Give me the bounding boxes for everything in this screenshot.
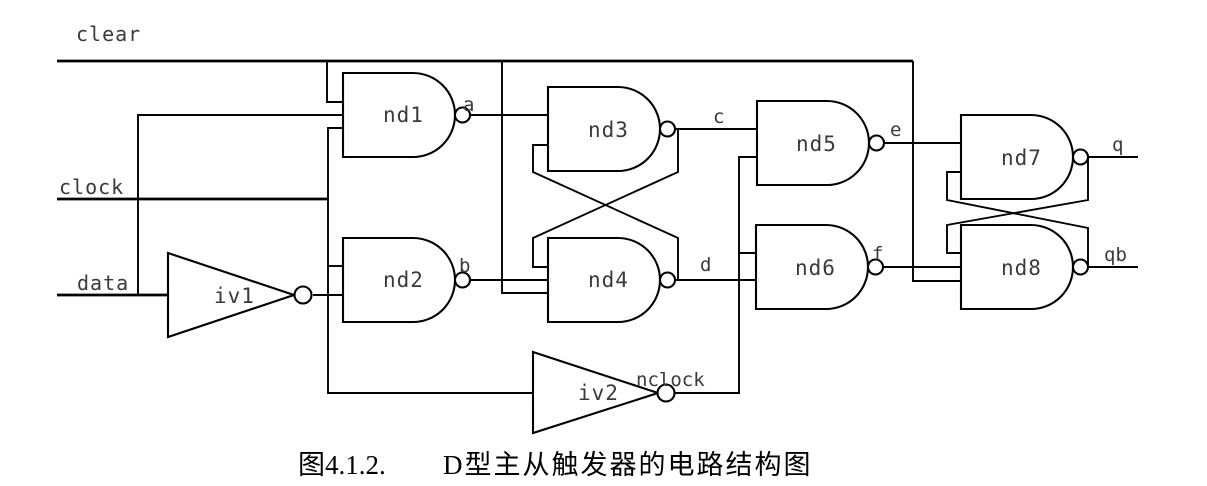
gate-label-nd8: nd8 xyxy=(1001,256,1042,280)
gate-label-nd3: nd3 xyxy=(588,118,629,142)
gate-label-nd6: nd6 xyxy=(795,256,836,280)
gate-iv1: iv1 xyxy=(166,251,313,339)
clock-net-wire xyxy=(327,127,533,394)
nclock-net-wire xyxy=(674,156,757,394)
data-to-nd1-wire xyxy=(137,114,343,295)
signal-label-f: f xyxy=(872,243,883,265)
signal-label-nclock: nclock xyxy=(636,369,705,391)
signal-label-b: b xyxy=(459,255,470,277)
signal-label-c: c xyxy=(713,106,724,128)
inversion-bubble-icon xyxy=(293,285,313,305)
gate-label-nd7: nd7 xyxy=(1001,146,1042,170)
input-label-clear: clear xyxy=(76,22,141,46)
gate-label-iv1: iv1 xyxy=(214,284,255,308)
gate-nd6: nd6 xyxy=(754,223,885,311)
input-label-clock: clock xyxy=(59,175,124,199)
figure-caption: 图4.1.2. D型主从触发器的电路结构图 xyxy=(298,450,813,480)
gate-label-iv2: iv2 xyxy=(578,381,619,405)
gate-label-nd4: nd4 xyxy=(588,268,629,292)
inversion-bubble-icon xyxy=(866,258,885,276)
clear-to-nd8-wire xyxy=(912,61,961,282)
signal-label-q: q xyxy=(1112,134,1123,156)
clear-to-nd4-wire xyxy=(501,61,548,294)
c-crosscouple-wire xyxy=(532,129,679,268)
clear-to-nd1-wire xyxy=(326,61,343,103)
d-crosscouple-wire xyxy=(532,144,679,280)
inversion-bubble-icon xyxy=(656,383,676,403)
inversion-bubble-icon xyxy=(867,134,886,152)
gate-label-nd1: nd1 xyxy=(383,103,424,127)
inversion-bubble-icon xyxy=(658,271,677,289)
gate-nd3: nd3 xyxy=(546,85,677,173)
inverter-gate-shape xyxy=(531,350,662,435)
q-crosscouple-wire xyxy=(946,157,1089,254)
gate-nd8: nd8 xyxy=(959,223,1090,311)
gate-label-nd2: nd2 xyxy=(383,268,424,292)
signal-label-a: a xyxy=(463,94,474,116)
inverter-gate-shape xyxy=(166,251,298,339)
inversion-bubble-icon xyxy=(453,106,472,124)
gate-label-nd5: nd5 xyxy=(796,132,837,156)
gate-nd4: nd4 xyxy=(546,236,677,324)
gate-nd2: nd2 xyxy=(341,236,472,324)
inversion-bubble-icon xyxy=(1071,148,1090,166)
signal-label-e: e xyxy=(890,119,901,141)
inversion-bubble-icon xyxy=(1071,258,1090,276)
signal-label-d: d xyxy=(700,254,711,276)
caption-title: D型主从触发器的电路结构图 xyxy=(443,450,813,480)
qb-crosscouple-wire xyxy=(946,171,1089,267)
signal-label-qb: qb xyxy=(1104,244,1127,266)
gate-nd5: nd5 xyxy=(755,99,886,187)
gate-iv2: iv2 xyxy=(531,350,676,435)
caption-number: 图4.1.2. xyxy=(298,450,386,480)
inversion-bubble-icon xyxy=(453,271,472,289)
input-label-data: data xyxy=(77,271,129,295)
inversion-bubble-icon xyxy=(658,120,677,138)
gate-nd7: nd7 xyxy=(959,113,1090,201)
gate-nd1: nd1 xyxy=(341,71,472,159)
